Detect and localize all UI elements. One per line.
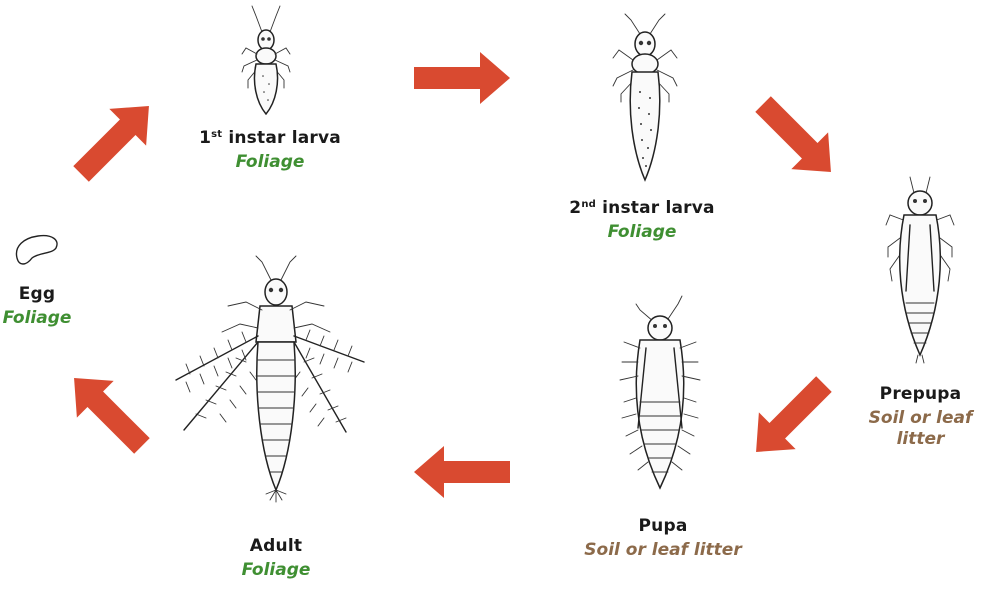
egg-illustration — [16, 236, 57, 264]
cycle-arrow-icon — [414, 446, 510, 498]
cycle-arrow-icon — [738, 366, 843, 471]
ordinal-suffix: nd — [581, 199, 596, 210]
egg-label: Egg Foliage — [0, 284, 74, 329]
cycle-arrow-icon — [56, 360, 161, 465]
prepupa-illustration — [886, 177, 954, 363]
habitat-label: Soil or leaf litter — [843, 408, 998, 449]
pupa-label: Pupa Soil or leaf litter — [578, 516, 748, 561]
stage-name: Pupa — [578, 516, 748, 536]
habitat-label: Foliage — [180, 152, 360, 172]
stage-name: Adult — [206, 536, 346, 556]
stage-number: 1 — [199, 128, 211, 148]
habitat-label: Foliage — [206, 560, 346, 580]
adult-thrips-illustration — [176, 256, 364, 502]
cycle-arrow-icon — [745, 86, 850, 191]
adult-label: Adult Foliage — [206, 536, 346, 581]
first-instar-label: 1st instar larva Foliage — [180, 128, 360, 173]
stage-name: Prepupa — [843, 384, 998, 404]
habitat-label: Foliage — [0, 308, 74, 328]
cycle-arrow-icon — [63, 88, 168, 193]
stage-name: 1st instar larva — [180, 128, 360, 148]
stage-name: 2nd instar larva — [552, 198, 732, 218]
habitat-label: Foliage — [552, 222, 732, 242]
second-instar-label: 2nd instar larva Foliage — [552, 198, 732, 243]
first-instar-larva-illustration — [242, 6, 290, 114]
stage-name-rest: instar larva — [596, 198, 715, 218]
second-instar-larva-illustration — [613, 14, 677, 180]
prepupa-label: Prepupa Soil or leaf litter — [843, 384, 998, 449]
cycle-arrow-icon — [414, 52, 510, 104]
pupa-illustration — [620, 296, 700, 488]
habitat-label: Soil or leaf litter — [578, 540, 748, 560]
stage-name: Egg — [0, 284, 74, 304]
stage-name-rest: instar larva — [222, 128, 341, 148]
cycle-arrows — [56, 52, 850, 498]
stage-number: 2 — [569, 198, 581, 218]
ordinal-suffix: st — [211, 129, 222, 140]
